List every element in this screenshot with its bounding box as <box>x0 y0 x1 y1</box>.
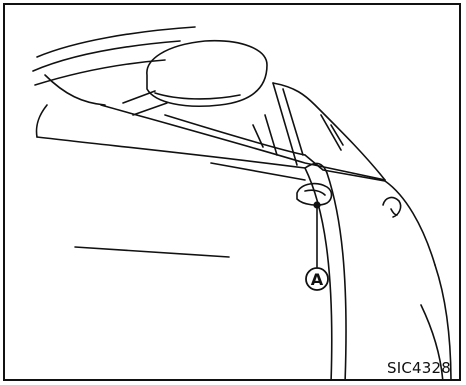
door-handle <box>297 184 332 208</box>
car-roof-lines <box>33 27 195 105</box>
callout-letter: A <box>311 270 324 289</box>
side-mirror <box>123 41 267 115</box>
figure-id: SIC4328 <box>387 359 451 377</box>
window-frame <box>101 83 385 181</box>
car-body <box>36 105 451 381</box>
car-door-illustration: A <box>5 5 461 381</box>
callout-a: A <box>306 208 328 290</box>
body-detail <box>383 198 401 217</box>
figure-frame: A SIC4328 <box>3 3 461 381</box>
